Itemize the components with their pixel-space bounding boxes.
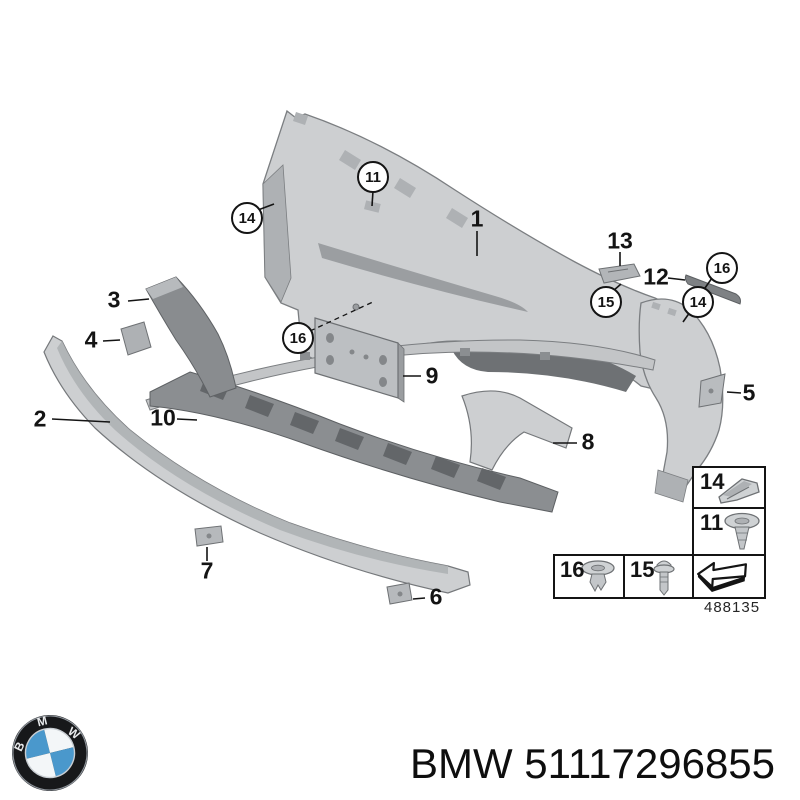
callout-8: 8 — [581, 428, 595, 455]
callout-1: 1 — [470, 205, 484, 232]
part-bracket-7 — [194, 525, 224, 547]
expanding-nut-icon — [724, 512, 760, 550]
rail-clip — [460, 348, 470, 356]
part-lower-valance — [43, 335, 471, 594]
legend-cell-14-number: 14 — [700, 469, 725, 494]
diagram-number: 488135 — [704, 599, 761, 616]
plate-hole — [326, 355, 334, 365]
part-license-plate-bracket — [314, 317, 405, 403]
logo-quadrant-blue — [50, 747, 75, 777]
bumper-top-tab — [446, 208, 468, 228]
logo-quadrant-white — [44, 728, 74, 753]
part-inlet-trim — [461, 390, 573, 471]
part-bracket-13 — [598, 263, 641, 284]
callout-15-circled: 15 — [590, 286, 622, 318]
plate-hole — [379, 355, 387, 365]
bumper-top-tab — [394, 178, 416, 198]
callout-11-circled: 11 — [357, 161, 389, 193]
logo-letter-m: M — [36, 713, 49, 729]
part-bracket-6 — [386, 582, 413, 605]
clamp-clip-icon — [718, 478, 760, 504]
side-panel-tab — [667, 307, 677, 317]
callout-2: 2 — [33, 405, 47, 432]
callout-14-left-circled: 14 — [231, 202, 263, 234]
corner-trim-edge — [146, 277, 183, 299]
plate-hole — [349, 349, 355, 355]
callout-10: 10 — [150, 404, 176, 431]
callout-13: 13 — [607, 227, 633, 254]
callout-6: 6 — [429, 583, 443, 610]
legend-table — [553, 466, 766, 599]
logo-quadrant-blue — [25, 729, 50, 759]
blind-rivet-icon — [653, 560, 675, 596]
absorber-rib — [245, 395, 274, 417]
bumper-air-inlet — [452, 343, 636, 392]
bmw-logo: B M W — [11, 713, 88, 791]
plate-hole — [326, 333, 334, 343]
rail-clip — [300, 352, 310, 360]
rail-clip — [540, 352, 550, 360]
part-trim-strip — [684, 274, 741, 305]
expanding-rivet-icon — [581, 560, 615, 593]
bumper-crease-band — [318, 243, 528, 312]
absorber-rib — [431, 456, 460, 478]
part-bumper-side-panel — [638, 298, 724, 503]
part-corner-trim — [145, 276, 237, 398]
bumper-top-tab — [339, 150, 361, 170]
plate-hole — [379, 377, 387, 387]
absorber-rib — [290, 412, 319, 434]
part-bracket-4 — [120, 321, 152, 356]
callout-16-right-circled: 16 — [706, 252, 738, 284]
callout-9: 9 — [425, 362, 439, 389]
legend-cell-15-number: 15 — [630, 557, 655, 582]
part-bracket-5 — [698, 373, 726, 408]
bumper-mount-tab — [363, 200, 381, 213]
absorber-rib — [383, 443, 412, 465]
callout-7: 7 — [200, 557, 214, 584]
part-number-caption: BMW 51117296855 — [410, 740, 776, 787]
callout-3: 3 — [107, 286, 121, 313]
side-panel-tab — [651, 301, 661, 311]
absorber-rib — [477, 468, 506, 490]
legend-cell-11-number: 11 — [700, 510, 724, 535]
direction-of-travel-arrow-icon — [696, 561, 747, 592]
callout-16-mid-circled: 16 — [282, 322, 314, 354]
legend-cell-16-number: 16 — [560, 557, 585, 582]
bumper-screw-point — [352, 303, 360, 311]
bumper-top-tab — [293, 112, 308, 125]
logo-quadrant-white — [26, 753, 56, 778]
callout-4: 4 — [84, 326, 98, 353]
bumper-left-flange — [262, 164, 292, 303]
callout-12: 12 — [643, 263, 669, 290]
plate-hole — [363, 354, 369, 360]
leader-lines — [51, 190, 742, 600]
side-panel-foot — [654, 469, 689, 503]
absorber-rib — [335, 428, 364, 450]
callout-5: 5 — [742, 379, 756, 406]
callout-14-right-circled: 14 — [682, 286, 714, 318]
